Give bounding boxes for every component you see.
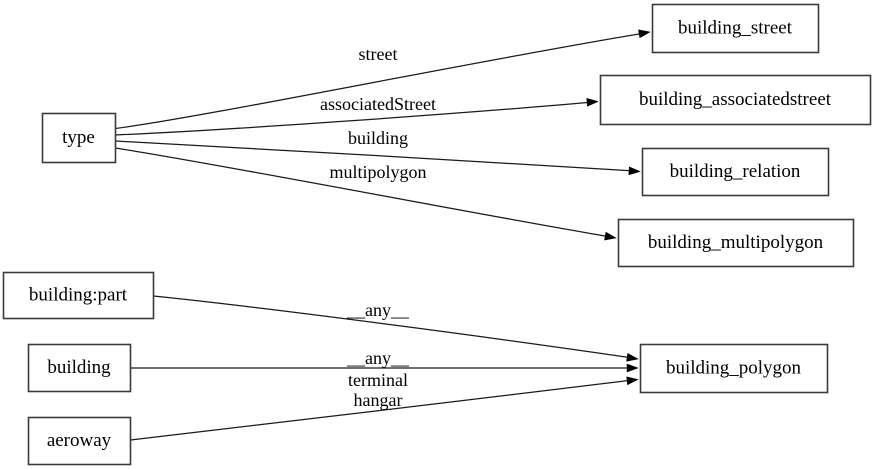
edge-label: street <box>359 44 398 64</box>
edge-arrowhead-icon <box>626 353 639 362</box>
edge-arrowhead-icon <box>628 166 641 176</box>
node-box[interactable] <box>617 218 855 268</box>
graph-node-building_associatedstreet[interactable]: building_associatedstreet <box>599 74 872 126</box>
edge-labels-layer: street associatedStreet building multipolyg… <box>320 44 436 410</box>
graph-edge <box>153 295 639 362</box>
graph-node-building_relation[interactable]: building_relation <box>641 147 830 197</box>
graph-node-type[interactable]: type <box>41 112 117 164</box>
edge-arrowhead-icon <box>604 231 617 241</box>
node-box[interactable] <box>2 271 155 320</box>
node-label: building <box>47 357 111 378</box>
edge-line <box>130 379 634 441</box>
node-box[interactable] <box>651 3 820 54</box>
node-label: type <box>62 127 95 148</box>
graph-node-building_multipolygon[interactable]: building_multipolygon <box>617 218 855 268</box>
graph-edge <box>115 147 617 241</box>
edge-arrowhead-icon <box>626 376 639 386</box>
graph-node-building_street[interactable]: building_street <box>651 3 820 54</box>
node-box[interactable] <box>639 343 829 394</box>
node-label: building_polygon <box>666 357 802 378</box>
graph-edge <box>130 376 639 441</box>
edge-label: associatedStreet <box>320 94 436 114</box>
graph-node-building_polygon[interactable]: building_polygon <box>639 343 829 394</box>
edge-line <box>115 32 646 130</box>
edge-label: hangar <box>354 390 403 410</box>
edge-label: building <box>348 128 408 148</box>
edge-line <box>115 147 612 238</box>
node-label: building_multipolygon <box>648 232 824 253</box>
edge-label: __any__ <box>346 300 410 320</box>
nodes-layer: type building_street building_associatedst… <box>2 3 872 466</box>
graph-node-building_part[interactable]: building:part <box>2 271 155 320</box>
edge-line <box>115 101 594 136</box>
node-box[interactable] <box>27 416 132 466</box>
edge-line <box>153 295 634 359</box>
node-box[interactable] <box>41 112 117 164</box>
node-box[interactable] <box>599 74 872 126</box>
edge-line <box>115 140 636 172</box>
edge-arrowhead-icon <box>638 29 651 39</box>
node-label: aeroway <box>47 430 112 451</box>
node-label: building_street <box>678 17 793 38</box>
graph-edge <box>115 29 651 130</box>
node-label: building:part <box>29 284 128 305</box>
edge-label: multipolygon <box>329 162 426 182</box>
node-label: building_associatedstreet <box>639 89 832 110</box>
node-box[interactable] <box>641 147 830 197</box>
node-label: building_relation <box>670 161 801 182</box>
graph-edge <box>115 97 599 136</box>
graph-node-building[interactable]: building <box>27 343 132 393</box>
edges-layer <box>115 29 651 441</box>
edge-label: terminal <box>348 370 408 390</box>
graph-edge <box>130 363 639 373</box>
graph-node-aeroway[interactable]: aeroway <box>27 416 132 466</box>
edge-arrowhead-icon <box>626 363 639 373</box>
edge-label: __any__ <box>346 348 410 368</box>
edge-arrowhead-icon <box>586 97 599 107</box>
graph-edge <box>115 140 641 176</box>
node-box[interactable] <box>27 343 132 393</box>
